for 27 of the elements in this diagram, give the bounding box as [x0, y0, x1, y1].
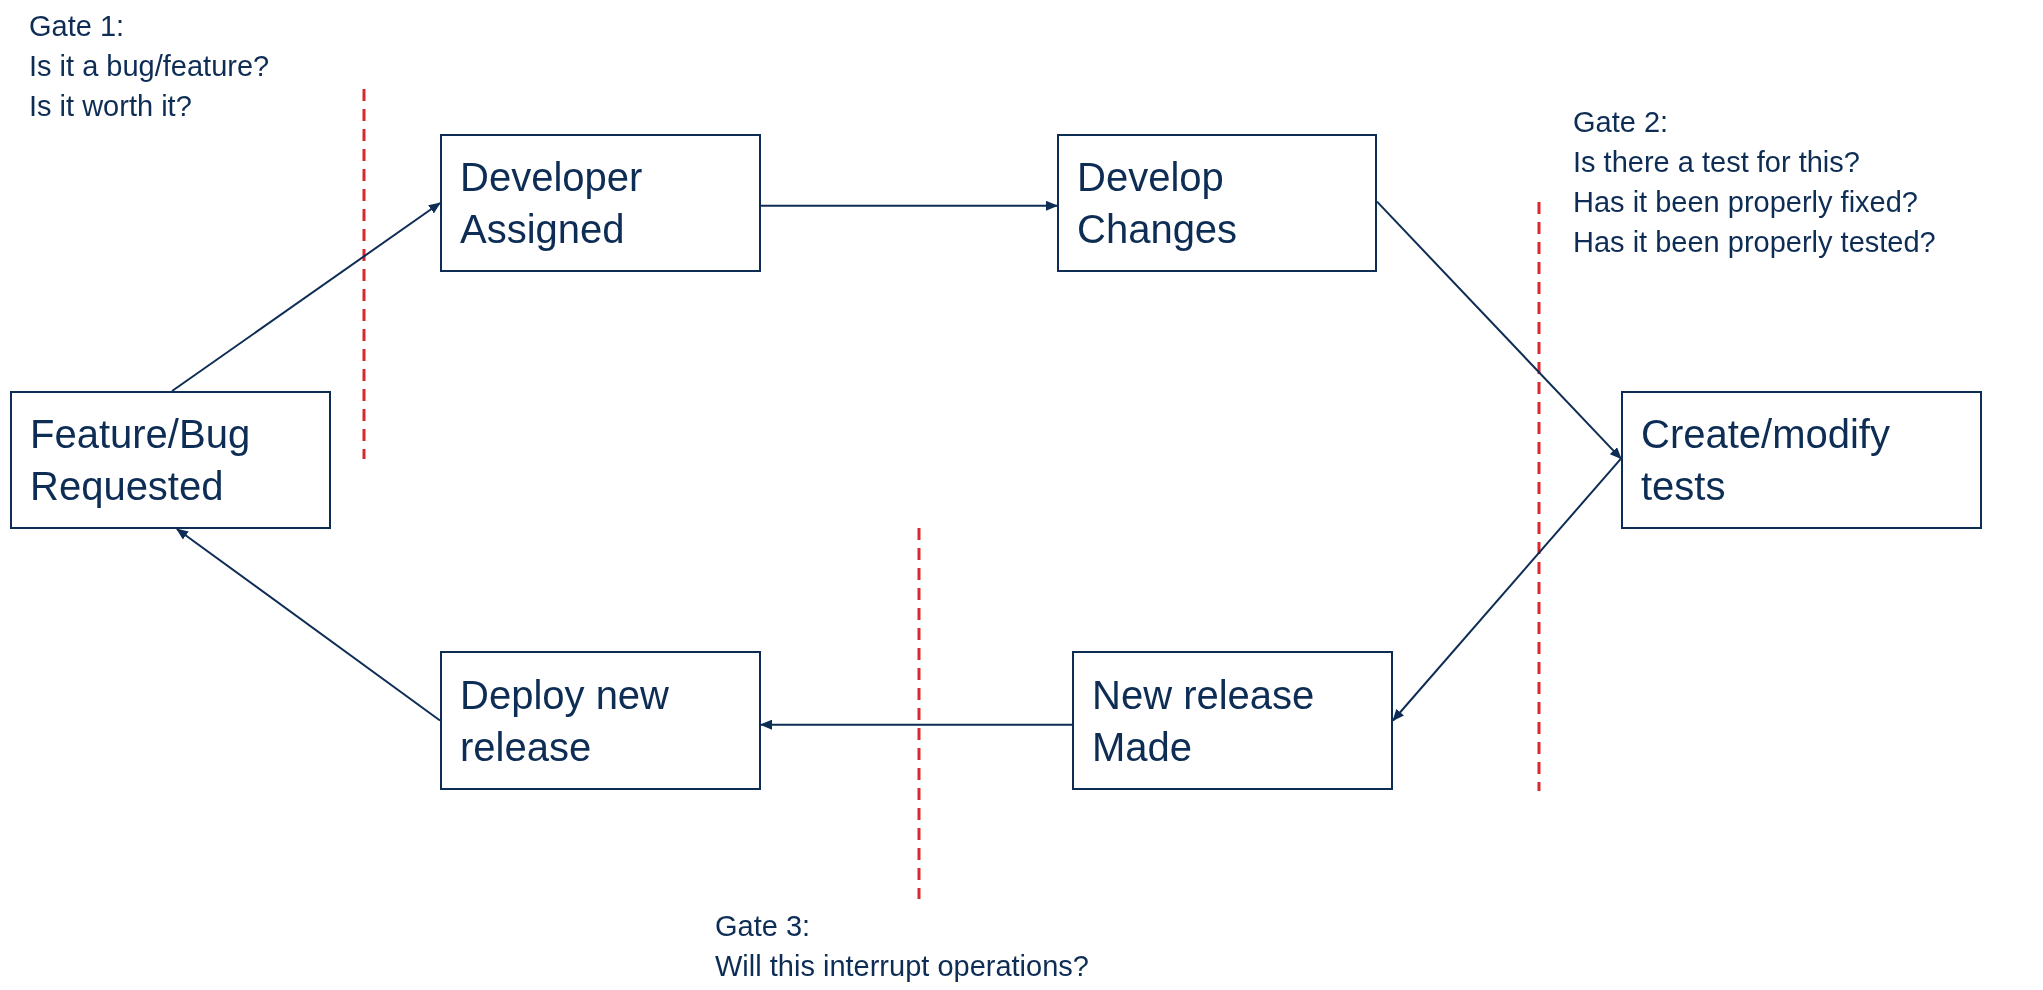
arrow — [175, 528, 441, 722]
arrow — [1376, 200, 1622, 460]
gate-question: Will this interrupt operations? — [715, 949, 1089, 984]
arrow — [171, 202, 441, 392]
gate-title: Gate 2: — [1573, 105, 1669, 140]
gate-title: Gate 3: — [715, 909, 811, 944]
step-label: Develop Changes — [1077, 154, 1239, 253]
gate-question: Has it been properly fixed? — [1573, 185, 1918, 220]
step-label: Create/modify tests — [1641, 411, 1891, 510]
step-label: Feature/Bug Requested — [30, 411, 252, 510]
process-box — [440, 134, 761, 272]
process-box — [1621, 391, 1982, 529]
gate-question: Is there a test for this? — [1573, 145, 1860, 180]
gate-question: Is it a bug/feature? — [29, 49, 270, 84]
step-label: Deploy new release — [460, 671, 670, 771]
process-box — [10, 391, 331, 529]
gate-question: Has it been properly tested? — [1573, 225, 1936, 260]
arrow — [760, 719, 1073, 730]
process-box — [1057, 134, 1377, 272]
step-label: New release Made — [1092, 671, 1316, 771]
arrow — [1392, 457, 1622, 722]
process-box — [440, 651, 761, 790]
arrow — [760, 200, 1058, 211]
gate-title: Gate 1: — [29, 9, 125, 44]
gate-question: Is it worth it? — [29, 89, 192, 124]
process-box — [1072, 651, 1393, 790]
step-label: Developer Assigned — [460, 154, 644, 253]
